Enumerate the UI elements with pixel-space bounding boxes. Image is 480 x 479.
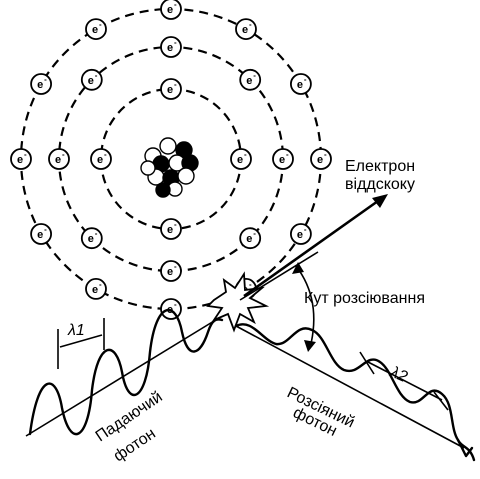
electron: e-: [91, 149, 111, 169]
electron-charge: -: [62, 150, 65, 159]
angle-arrow-bottom: [304, 340, 316, 352]
electron-charge: -: [286, 150, 289, 159]
electron-symbol: e: [88, 233, 94, 245]
electron-charge: -: [104, 150, 107, 159]
electron: e-: [31, 74, 51, 94]
electron-symbol: e: [55, 154, 61, 166]
electron-symbol: e: [246, 75, 252, 87]
electron-charge: -: [44, 75, 47, 84]
electron: e-: [161, 37, 181, 57]
electron: e-: [240, 228, 260, 248]
lambda1-label: λ1: [67, 322, 85, 339]
lambda2-tick-left: [360, 352, 374, 374]
electron: e-: [291, 74, 311, 94]
electron-symbol: e: [297, 79, 303, 91]
electron: e-: [231, 149, 251, 169]
electron: e-: [240, 70, 260, 90]
collision-burst: [208, 274, 266, 330]
electron: e-: [161, 261, 181, 281]
electron-symbol: e: [297, 229, 303, 241]
electron-symbol: e: [237, 154, 243, 166]
electron-charge: -: [174, 80, 177, 89]
angle-arrow-top: [292, 262, 304, 274]
electron-charge: -: [99, 280, 102, 289]
electron: e-: [82, 70, 102, 90]
electron: e-: [31, 224, 51, 244]
electron-charge: -: [174, 38, 177, 47]
electron-symbol: e: [167, 4, 173, 16]
electron: e-: [82, 228, 102, 248]
electron-symbol: e: [167, 224, 173, 236]
electron-symbol: e: [279, 154, 285, 166]
electron-charge: -: [174, 262, 177, 271]
electron-charge: -: [174, 220, 177, 229]
electron-charge: -: [99, 20, 102, 29]
electron-charge: -: [24, 150, 27, 159]
electron-symbol: e: [167, 84, 173, 96]
electron-charge: -: [95, 229, 98, 238]
electron: e-: [161, 79, 181, 99]
electron-symbol: e: [37, 229, 43, 241]
electron-charge: -: [249, 20, 252, 29]
lambda2-label: λ2: [387, 363, 410, 386]
recoil-electron-arrowhead: [372, 194, 388, 208]
recoil-electron-label-line2: віддскоку: [345, 176, 415, 193]
electron: e-: [273, 149, 293, 169]
electron-charge: -: [253, 229, 256, 238]
electron-charge: -: [174, 0, 177, 9]
electron-charge: -: [244, 150, 247, 159]
scattering-angle-label: Кут розсіювання: [304, 290, 425, 307]
electron: e-: [11, 149, 31, 169]
electron: e-: [161, 0, 181, 19]
electron-symbol: e: [37, 79, 43, 91]
electron: e-: [86, 279, 106, 299]
electron: e-: [311, 149, 331, 169]
electron: e-: [49, 149, 69, 169]
electron-charge: -: [95, 71, 98, 80]
nucleus: [141, 138, 198, 197]
electron-symbol: e: [92, 284, 98, 296]
electron-symbol: e: [92, 24, 98, 36]
electron-symbol: e: [97, 154, 103, 166]
electron: e-: [161, 299, 181, 319]
electron-charge: -: [44, 225, 47, 234]
electron-charge: -: [174, 300, 177, 309]
electron-symbol: e: [17, 154, 23, 166]
electron-symbol: e: [88, 75, 94, 87]
electron: e-: [236, 19, 256, 39]
electron-charge: -: [304, 225, 307, 234]
electron: e-: [86, 19, 106, 39]
scattering-angle-arc: [296, 266, 314, 348]
electron-charge: -: [249, 280, 252, 289]
electron-charge: -: [324, 150, 327, 159]
electron-symbol: e: [317, 154, 323, 166]
electron-symbol: e: [167, 266, 173, 278]
recoil-electron-label-line1: Електрон: [345, 158, 415, 175]
electron-symbol: e: [246, 233, 252, 245]
electron-symbol: e: [167, 42, 173, 54]
electron-charge: -: [253, 71, 256, 80]
electron-symbol: e: [242, 24, 248, 36]
electron: e-: [161, 219, 181, 239]
electron-charge: -: [304, 75, 307, 84]
recoil-electron-path: [244, 201, 378, 296]
electron: e-: [291, 224, 311, 244]
